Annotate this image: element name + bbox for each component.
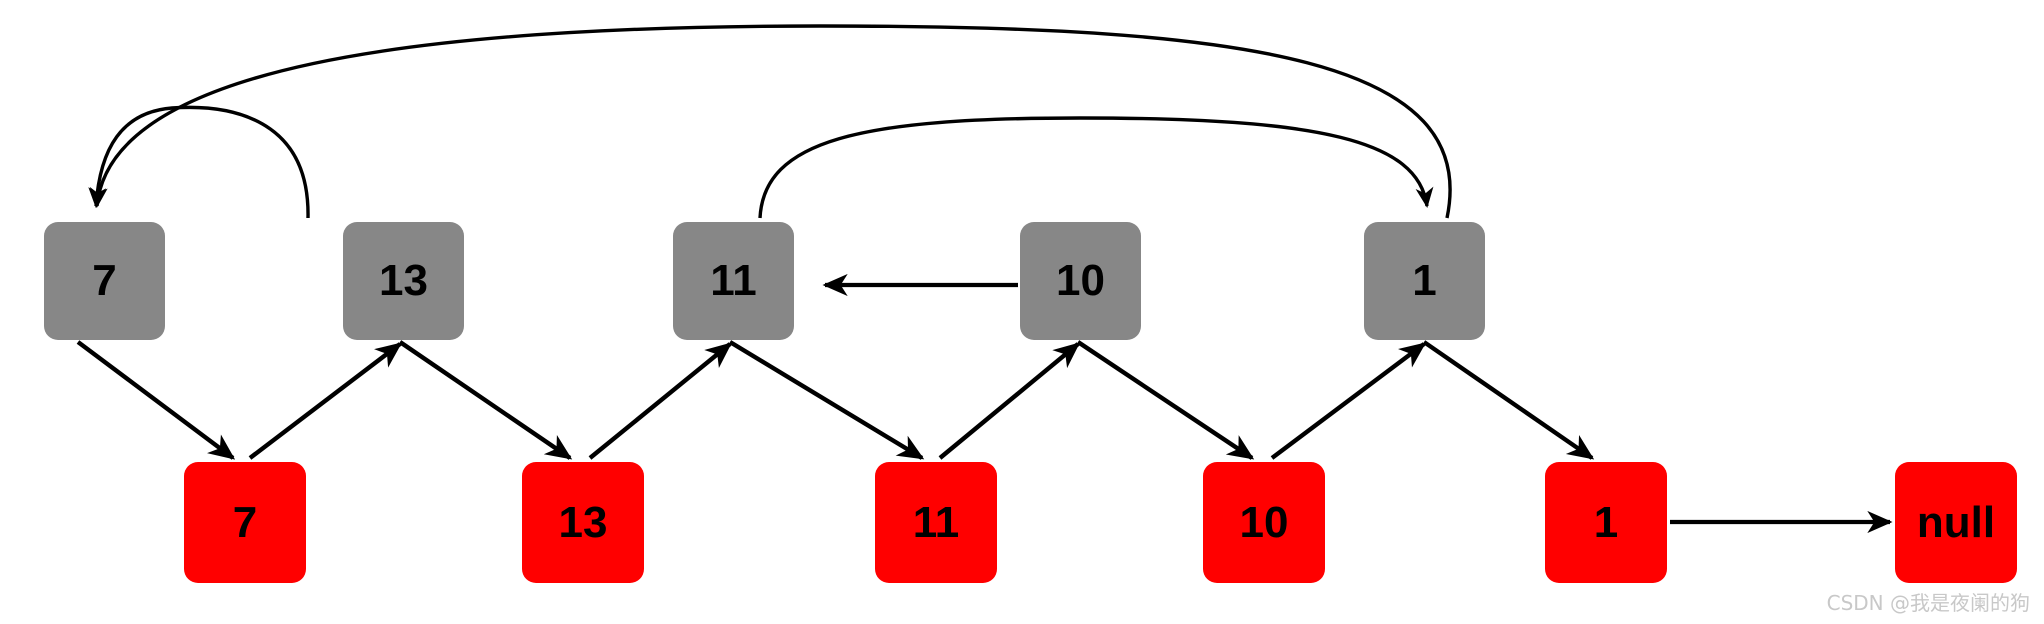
bucket-node-13[interactable]: 13 (343, 222, 464, 340)
bucket-node-7[interactable]: 7 (44, 222, 165, 340)
edge-bucket13-to-entry13 (398, 340, 573, 460)
entry-node-null[interactable]: null (1895, 462, 2017, 583)
entry-node-10[interactable]: 10 (1203, 462, 1325, 583)
edge-bucket1-to-entry1 (1422, 340, 1595, 460)
bucket-node-11[interactable]: 11 (673, 222, 794, 340)
edge-bucket10-to-entry10 (1076, 340, 1255, 460)
edge-arc-bucket11-to-bucket1 (758, 116, 1434, 219)
entry-node-13[interactable]: 13 (522, 462, 644, 583)
edge-entry7-to-bucket13 (248, 342, 403, 460)
watermark-text: CSDN @我是夜阑的狗 (1826, 591, 2030, 615)
edge-arc-bucket13-to-bucket7 (88, 105, 310, 219)
entry-node-7[interactable]: 7 (184, 462, 306, 583)
edge-bucket11-to-entry11 (728, 340, 925, 460)
bucket-node-10[interactable]: 10 (1020, 222, 1141, 340)
bucket-node-1[interactable]: 1 (1364, 222, 1485, 340)
edge-arc-bucket1-to-bucket7 (89, 24, 1452, 219)
edge-entry13-to-bucket11 (588, 342, 733, 460)
edge-entry10-to-bucket1 (1270, 342, 1427, 460)
entry-node-11[interactable]: 11 (875, 462, 997, 583)
edge-entry11-to-bucket10 (938, 342, 1081, 460)
edge-bucket7-to-entry7 (76, 340, 236, 460)
entry-node-1[interactable]: 1 (1545, 462, 1667, 583)
